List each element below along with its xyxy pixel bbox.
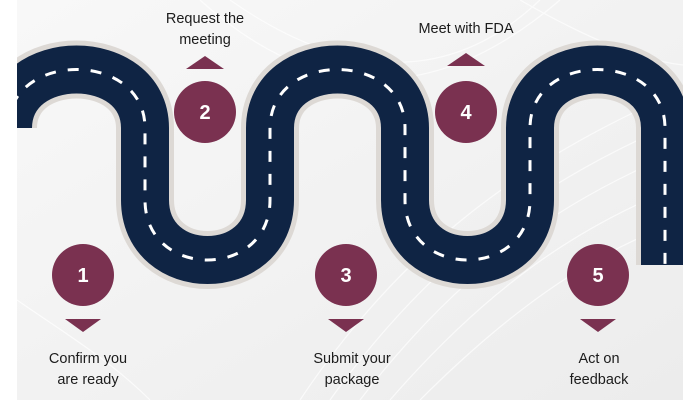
step-3: 3 [315,244,377,332]
step-2-label-line2: meeting [179,32,231,48]
step-4-number: 4 [460,102,472,124]
step-4-label-line1: Meet with FDA [418,21,514,37]
step-3-number: 3 [340,265,351,287]
step-3-label-line2: package [324,372,380,388]
step-5-label: Act on feedback [529,349,669,391]
step-1: 1 [52,244,114,332]
step-1-label-line2: are ready [57,372,119,388]
step-1-circle [52,244,114,306]
step-1-marker [65,319,101,332]
step-5-marker [580,319,616,332]
step-2: 2 [174,56,236,143]
step-4: 4 [435,53,497,143]
step-4-circle [435,81,497,143]
step-2-circle [174,81,236,143]
right-margin [683,0,700,400]
step-5-number: 5 [592,265,603,287]
step-5-label-line1: Act on [578,351,620,367]
step-3-marker [328,319,364,332]
step-5: 5 [567,244,629,332]
step-2-number: 2 [199,102,210,124]
step-2-label-line1: Request the [165,11,245,27]
step-4-label: Meet with FDA [396,19,536,40]
lane-marking [6,68,667,265]
step-3-label: Submit your package [282,349,422,391]
step-2-marker [186,56,224,69]
step-3-circle [315,244,377,306]
winding-road [0,40,694,289]
step-4-marker [447,53,485,66]
step-3-label-line1: Submit your [313,351,391,367]
step-1-label-line1: Confirm you [48,351,128,367]
step-1-label: Confirm you are ready [18,349,158,391]
step-1-number: 1 [77,265,88,287]
left-margin [0,0,17,400]
step-2-label: Request the meeting [135,9,275,51]
step-5-label-line2: feedback [569,372,629,388]
step-5-circle [567,244,629,306]
